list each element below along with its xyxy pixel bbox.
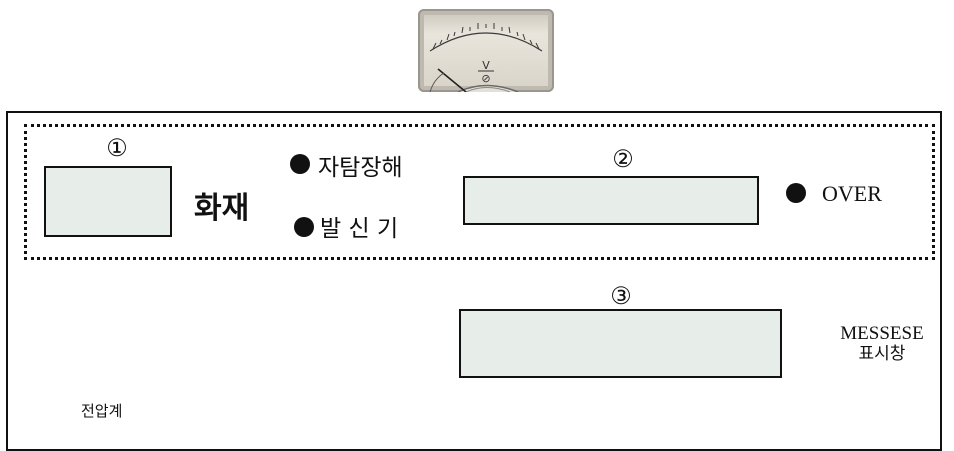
box1-number: ①: [106, 134, 128, 162]
display-box-2: [463, 176, 759, 225]
meter-unit: V: [482, 59, 490, 72]
display-box-1: [44, 166, 172, 237]
voltmeter-label: 전압계: [81, 402, 123, 420]
transmitter-lamp-icon: [294, 217, 314, 237]
over-lamp-icon: [786, 183, 806, 203]
voltmeter-gauge: V ⊘: [418, 9, 554, 92]
fault-lamp-icon: [290, 154, 310, 174]
message-window-label: MESSESE 표시창: [826, 323, 938, 364]
transmitter-label: 발 신 기: [320, 216, 399, 242]
fire-label: 화재: [194, 191, 250, 226]
fault-label: 자탐장해: [318, 155, 403, 181]
message-label-line2: 표시창: [858, 343, 906, 364]
voltmeter-icon: V ⊘: [429, 23, 543, 92]
box3-number: ③: [610, 282, 632, 310]
box2-number: ②: [612, 145, 634, 173]
over-label: OVER: [822, 181, 882, 206]
display-box-3: [459, 309, 782, 378]
indicator-group-frame: [24, 124, 935, 260]
meter-zero: ⊘: [481, 72, 490, 85]
message-label-line1: MESSESE: [840, 323, 924, 344]
